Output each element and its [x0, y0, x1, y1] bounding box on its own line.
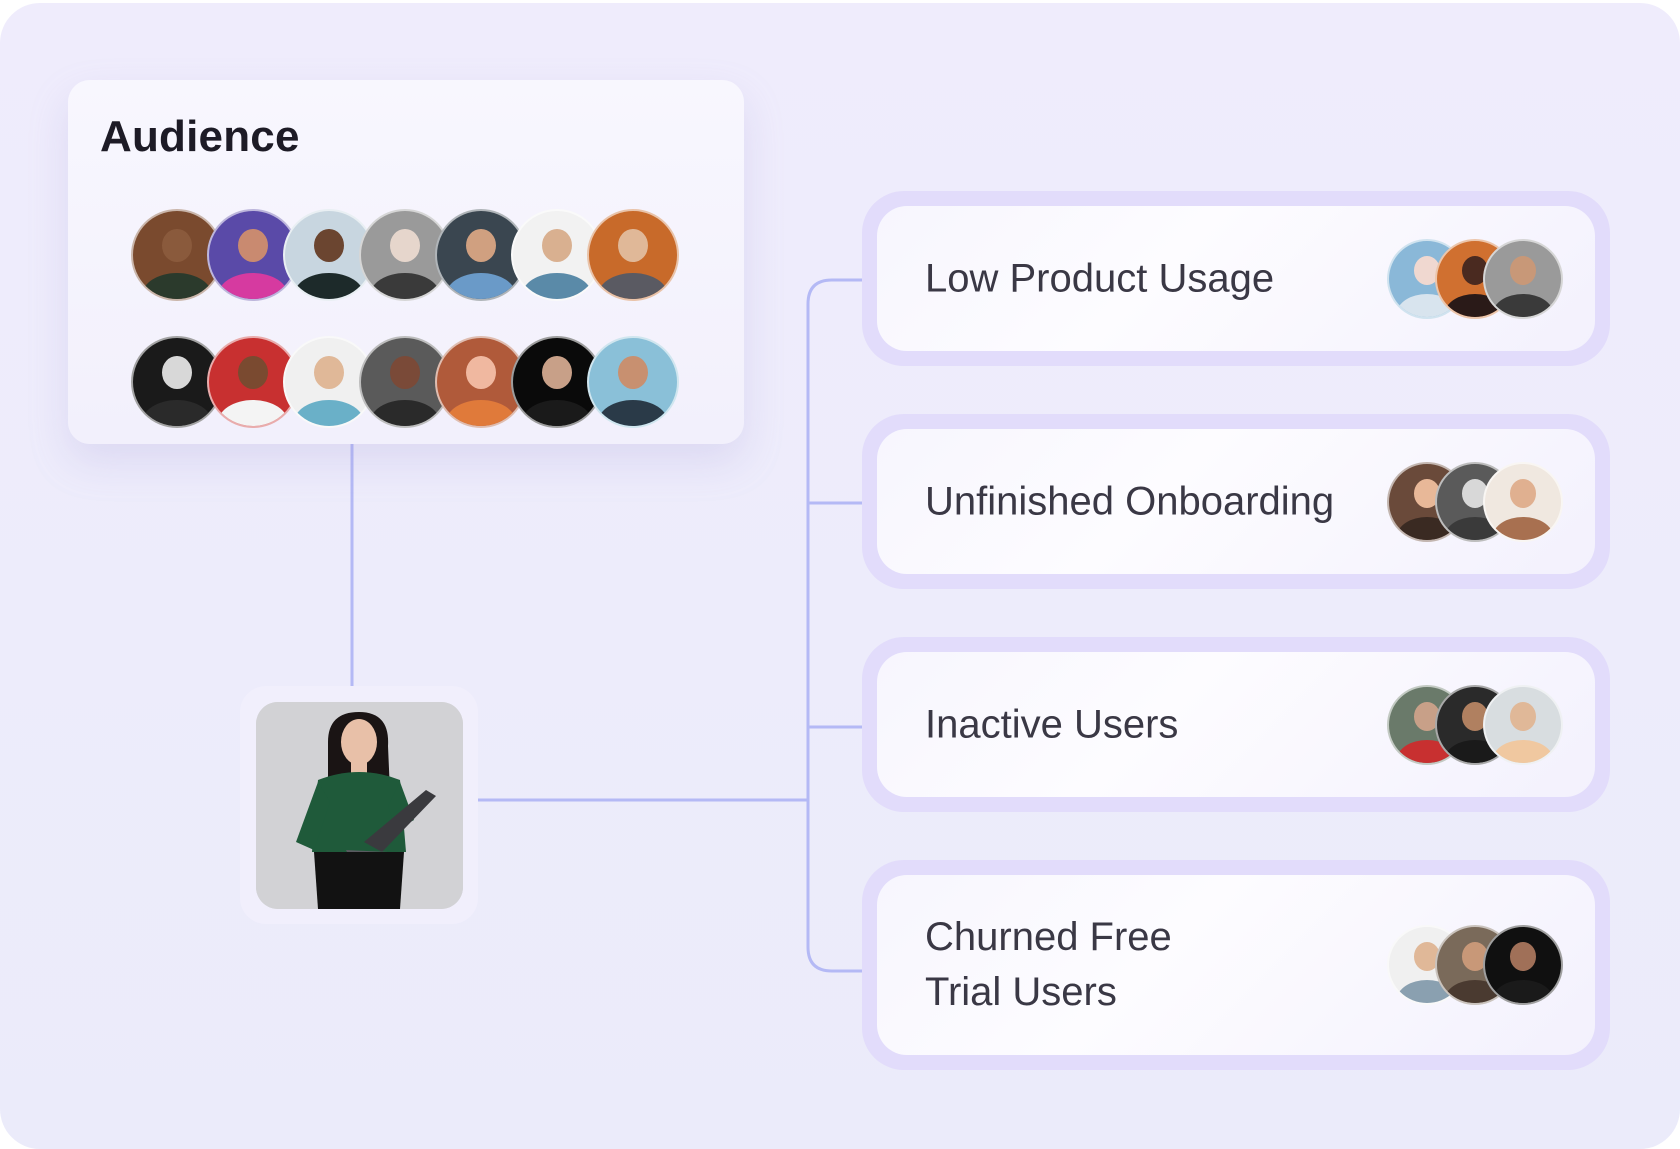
segment-card-inner: Inactive Users [877, 652, 1595, 797]
avatar [1483, 238, 1563, 319]
user-node-photo [256, 702, 463, 909]
avatar [1483, 461, 1563, 542]
segment-card-inner: Low Product Usage [877, 206, 1595, 351]
avatar [131, 209, 223, 301]
segment-label: Churned Free Trial Users [925, 915, 1172, 1014]
segment-label: Inactive Users [925, 702, 1179, 746]
segment-card-inner: Churned Free Trial Users [877, 875, 1595, 1055]
segment-card-inner: Unfinished Onboarding [877, 429, 1595, 574]
connector-lines [350, 278, 862, 973]
avatar [1483, 684, 1563, 765]
segment-card-unfinished-onboarding[interactable]: Unfinished Onboarding [862, 414, 1610, 589]
audience-card: Audience [68, 80, 744, 444]
audience-avatars-row-2 [131, 336, 679, 428]
branch-trunk-line [806, 278, 862, 973]
audience-title: Audience [100, 112, 300, 161]
segment-avatar-group [1387, 684, 1563, 765]
audience-avatars-row-1 [131, 209, 679, 301]
avatar [587, 336, 679, 428]
woman-with-laptop-illustration [256, 702, 463, 909]
avatar [359, 209, 451, 301]
avatar [283, 336, 375, 428]
segment-card-low-product-usage[interactable]: Low Product Usage [862, 191, 1610, 366]
avatar [1483, 925, 1563, 1005]
avatar [207, 209, 299, 301]
user-node-frame [240, 686, 478, 924]
avatar [587, 209, 679, 301]
avatar [435, 209, 527, 301]
segment-label: Unfinished Onboarding [925, 479, 1335, 523]
segment-card-churned-free-trial-users[interactable]: Churned Free Trial Users [862, 860, 1610, 1070]
avatar [131, 336, 223, 428]
segment-avatar-group [1387, 925, 1563, 1005]
segment-label: Low Product Usage [925, 256, 1275, 300]
avatar [283, 209, 375, 301]
segment-avatar-group [1387, 461, 1563, 542]
segment-avatar-group [1387, 238, 1563, 319]
diagram-canvas: Audience Low Product Usage [0, 3, 1680, 1149]
segment-card-inactive-users[interactable]: Inactive Users [862, 637, 1610, 812]
